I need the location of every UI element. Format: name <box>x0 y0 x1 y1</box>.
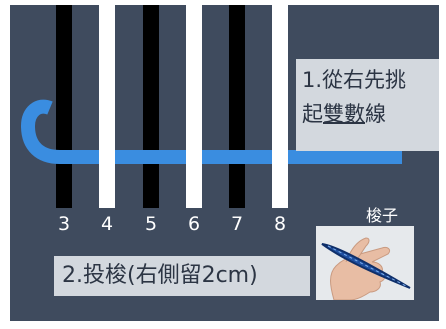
step2-instruction-box: 2.投梭(右側留2cm) <box>54 256 310 296</box>
shuttle-photo <box>316 226 414 300</box>
hand-shape <box>330 247 391 300</box>
step1-instruction-box: 1.從右先挑 起雙數線 <box>296 59 439 151</box>
lifted-string-6 <box>186 150 202 164</box>
lifted-string-4 <box>99 150 115 164</box>
weft-thread-path <box>20 99 402 164</box>
step1-line2: 起雙數線 <box>302 97 433 131</box>
step1-line2-end: 線 <box>365 102 386 126</box>
hand-holding-shuttle-icon <box>316 226 414 300</box>
string-number: 6 <box>187 213 201 235</box>
shuttle-label: 梭子 <box>366 206 399 225</box>
string-number: 7 <box>230 213 244 235</box>
string-number: 4 <box>100 213 114 235</box>
step1-line2-start: 起 <box>302 102 323 126</box>
shuttle-pattern <box>327 245 407 287</box>
string-number: 3 <box>57 213 71 235</box>
step1-line1: 1.從右先挑 <box>302 68 407 92</box>
string-number: 5 <box>144 213 158 235</box>
lifted-string-8 <box>272 150 288 164</box>
string-number: 8 <box>273 213 287 235</box>
step1-line2-underlined: 雙數 <box>323 102 365 126</box>
